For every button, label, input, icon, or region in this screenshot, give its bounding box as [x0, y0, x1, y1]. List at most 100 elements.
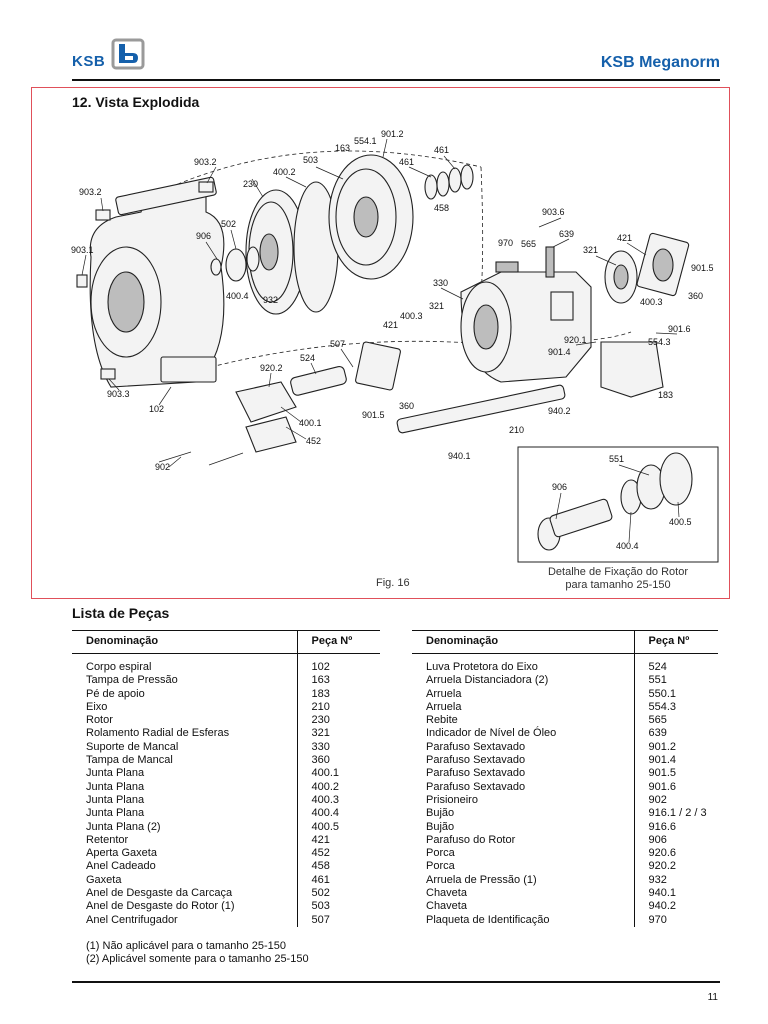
footnote: (2) Aplicável somente para o tamanho 25-… — [86, 953, 309, 965]
column-header-name: Denominação — [72, 630, 297, 654]
part-number: 210 — [296, 700, 380, 715]
callout-label: 901.4 — [548, 347, 571, 357]
callout-label: 400.4 — [226, 291, 249, 301]
part-name: Pé de apoio — [86, 687, 145, 700]
part-number: 400.4 — [296, 807, 380, 821]
assembly-dashed-line — [210, 331, 632, 368]
part-name: Rolamento Radial de Esferas — [86, 727, 230, 740]
part-name: Porca — [426, 847, 455, 860]
detail-caption: Detalhe de Fixação do Rotor para tamanho… — [518, 566, 718, 592]
footnote: (1) Não aplicável para o tamanho 25-150 — [86, 940, 286, 952]
part-number: 940.2 — [633, 900, 718, 914]
callout-label: 461 — [399, 157, 414, 167]
column-header-name: Denominação — [412, 630, 634, 654]
part-name: Plaqueta de Identificação — [426, 913, 550, 926]
page-header: KSB KSB Meganorm — [72, 38, 720, 80]
part-number: 565 — [633, 714, 718, 728]
callout-label: 970 — [498, 238, 513, 248]
callout-label: 901.5 — [362, 410, 385, 420]
callout-label: 554.1 — [354, 136, 377, 146]
part-number: 524 — [633, 653, 718, 675]
part-name: Arruela de Pressão (1) — [426, 873, 537, 886]
part-number: 502 — [296, 887, 380, 901]
callout-label: 502 — [221, 219, 236, 229]
callout-label: 360 — [399, 401, 414, 411]
part-number: 901.6 — [633, 780, 718, 794]
part-name: Chaveta — [426, 887, 467, 900]
page-number: 11 — [707, 992, 718, 1003]
part-name: Anel de Desgaste do Rotor (1) — [86, 900, 235, 913]
ksb-logo-mark-icon — [111, 38, 145, 70]
callout-label: 400.5 — [669, 517, 692, 527]
leader-lines — [81, 138, 680, 543]
callout-label: 400.3 — [400, 311, 423, 321]
parts-table-right: Denominação Peça Nº Luva Protetora do Ei… — [412, 630, 718, 927]
shaft-part — [396, 384, 566, 434]
pressure-cover-part — [328, 154, 414, 280]
callout-label: 421 — [383, 320, 398, 330]
packing-ring-part — [424, 164, 474, 200]
callout-label: 452 — [306, 436, 321, 446]
part-name: Gaxeta — [86, 873, 122, 886]
callout-label: 400.2 — [273, 167, 296, 177]
callout-label: 163 — [335, 143, 350, 153]
table-row: Parafuso Sextavado 901.6 — [412, 780, 718, 794]
part-name: Porca — [426, 860, 455, 873]
part-name: Parafuso do Rotor — [426, 833, 516, 846]
part-name: Retentor — [86, 833, 129, 846]
callout-label: 554.3 — [648, 337, 671, 347]
callout-label: 906 — [552, 482, 567, 492]
part-name: Indicador de Nível de Óleo — [426, 727, 557, 740]
part-name: Anel de Desgaste da Carcaça — [86, 887, 233, 900]
callout-label: 901.5 — [691, 263, 714, 273]
part-name: Arruela — [426, 700, 462, 713]
part-name: Parafuso Sextavado — [426, 767, 526, 780]
callout-label: 565 — [521, 239, 536, 249]
callout-label: 920.2 — [260, 363, 283, 373]
detail-caption-line: Detalhe de Fixação do Rotor — [547, 566, 689, 578]
support-foot-part — [600, 341, 664, 398]
callout-label: 903.6 — [542, 207, 565, 217]
part-name: Tampa de Mancal — [86, 754, 173, 767]
part-name: Junta Plana — [86, 793, 145, 806]
nameplate-part — [495, 261, 519, 273]
part-name: Parafuso Sextavado — [426, 754, 526, 767]
part-name: Junta Plana — [86, 767, 145, 780]
callout-label: 461 — [434, 145, 449, 155]
callout-label: 321 — [583, 245, 598, 255]
gland-part — [235, 381, 297, 453]
callout-label: 901.2 — [381, 129, 404, 139]
part-name: Luva Protetora do Eixo — [426, 661, 538, 673]
callout-label: 210 — [509, 425, 524, 435]
callout-label: 524 — [300, 353, 315, 363]
part-number: 102 — [296, 653, 380, 675]
part-number: 360 — [296, 754, 380, 768]
part-name: Arruela Distanciadora (2) — [426, 674, 549, 687]
part-name: Parafuso Sextavado — [426, 780, 526, 793]
stud-part — [158, 451, 244, 466]
impeller-part — [210, 189, 307, 315]
part-number: 920.6 — [633, 847, 718, 861]
table-header-row: Denominação Peça Nº — [412, 630, 718, 654]
rotor-detail-inset — [517, 446, 719, 563]
column-header-number: Peça Nº — [296, 630, 380, 654]
figure-label: Fig. 16 — [376, 577, 410, 589]
